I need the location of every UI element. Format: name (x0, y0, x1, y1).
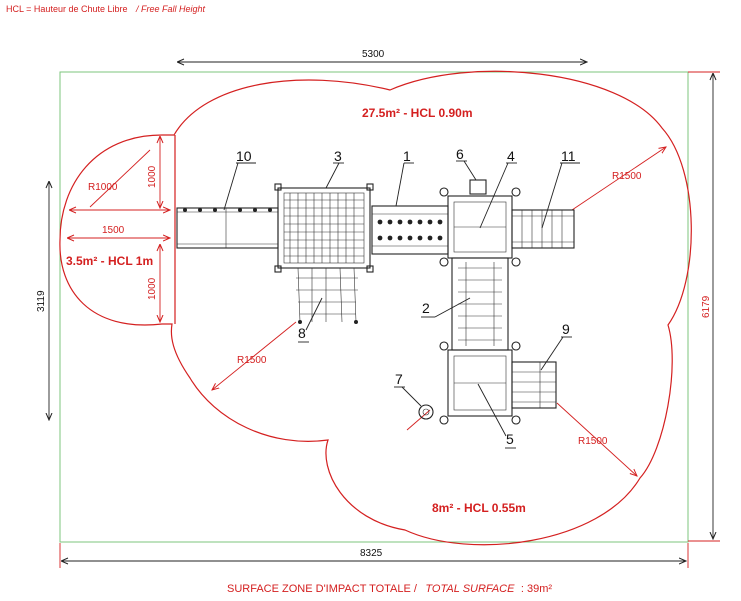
radius-bottom-leader (406, 409, 431, 431)
dim-left-height: 3119 (36, 290, 47, 312)
dim-top-width: 5300 (362, 49, 385, 60)
header-translation: / Free Fall Height (135, 4, 206, 14)
footer-value: : 39m² (521, 583, 553, 595)
element-9-steps (511, 361, 557, 409)
header-abbr: HCL = Hauteur de Chute Libre (6, 4, 128, 14)
element-6-roof (469, 179, 487, 195)
element-10-tunnel (176, 207, 279, 249)
element-7-round (418, 404, 434, 420)
header-note: HCL = Hauteur de Chute Libre / Free Fall… (6, 0, 205, 16)
callout-8: 8 (298, 325, 306, 341)
dim-radius-top-right: R1500 (612, 171, 642, 182)
dim-left-lower: 1000 (147, 277, 158, 300)
dim-radius-bottom-right: R1500 (578, 436, 608, 447)
callout-2: 2 (422, 300, 430, 316)
callout-11: 11 (561, 148, 576, 164)
dim-left-radius: R1000 (88, 182, 118, 193)
callout-10: 10 (236, 148, 252, 164)
radius-left-leader-2 (212, 321, 297, 390)
callouts: 1 2 3 4 5 6 7 8 9 10 (223, 146, 580, 449)
element-1-bridge (371, 205, 449, 255)
footer-total-surface: SURFACE ZONE D'IMPACT TOTALE / TOTAL SUR… (227, 579, 552, 596)
zone-left-label: 3.5m² - HCL 1m (66, 254, 153, 268)
dim-radius-left: R1500 (237, 355, 267, 366)
element-8-rope-net (296, 267, 358, 324)
zone-bottom-label: 8m² - HCL 0.55m (432, 501, 526, 515)
zone-top-label: 27.5m² - HCL 0.90m (362, 106, 473, 120)
element-5-tower (439, 341, 521, 425)
dim-right-height: 6179 (701, 295, 712, 318)
callout-9: 9 (562, 321, 570, 337)
element-11-ladder (511, 209, 575, 249)
radius-left-leader (89, 149, 151, 208)
dim-left-depth: 1500 (102, 225, 125, 236)
footer-label: SURFACE ZONE D'IMPACT TOTALE / (227, 583, 418, 595)
ground-rectangle (59, 71, 689, 543)
callout-7: 7 (395, 371, 403, 387)
element-2-walkway (451, 257, 509, 351)
callout-5: 5 (506, 431, 514, 447)
callout-6: 6 (456, 146, 464, 162)
callout-4: 4 (507, 148, 515, 164)
callout-1: 1 (403, 148, 411, 164)
dim-bottom-width: 8325 (360, 548, 383, 559)
impact-zone-outline (59, 70, 692, 546)
equipment (176, 179, 575, 425)
element-3-net-tower (274, 183, 374, 273)
callout-3: 3 (334, 148, 342, 164)
footer-label-en: TOTAL SURFACE (425, 583, 515, 595)
radius-top-right-leader (571, 147, 666, 211)
radius-bottom-right-leader (556, 402, 637, 476)
dim-left-upper: 1000 (147, 165, 158, 188)
